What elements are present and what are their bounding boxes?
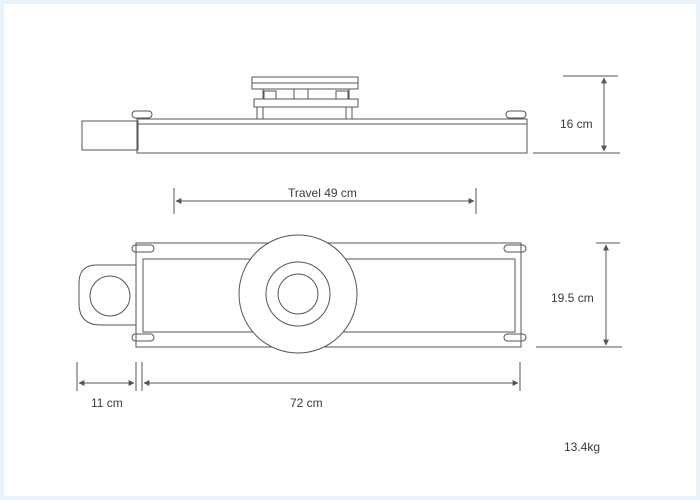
rail-length-label: 72 cm: [290, 396, 323, 410]
travel-label: Travel 49 cm: [288, 186, 357, 200]
top-view: [78, 234, 527, 354]
top-end-cap-bl: [131, 333, 155, 342]
side-handle: [81, 120, 139, 151]
height-dimension: [533, 75, 620, 154]
weight-label: 13.4kg: [564, 440, 601, 454]
height-label: 16 cm: [560, 117, 593, 131]
side-carriage: [251, 76, 359, 120]
drawing-frame: [4, 4, 696, 496]
width-dimension: [536, 242, 622, 348]
rail-length-dimension: [141, 362, 521, 391]
handle-length-dimension: [76, 362, 137, 391]
carriage-disc-middle: [265, 261, 331, 327]
side-left-end-cap: [131, 110, 153, 119]
top-end-cap-br: [503, 333, 527, 342]
side-right-end-cap: [505, 110, 527, 119]
top-end-cap-tl: [131, 244, 155, 253]
top-handle-hole: [89, 275, 131, 317]
carriage-disc-inner: [277, 273, 319, 315]
width-label: 19.5 cm: [551, 291, 594, 305]
top-end-cap-tr: [503, 244, 527, 253]
carriage-disc-outer: [238, 234, 358, 354]
side-rail-body: [136, 118, 528, 154]
side-view: [81, 76, 528, 154]
handle-length-label: 11 cm: [91, 396, 123, 410]
travel-dimension: [173, 188, 477, 214]
top-handle: [78, 264, 136, 326]
